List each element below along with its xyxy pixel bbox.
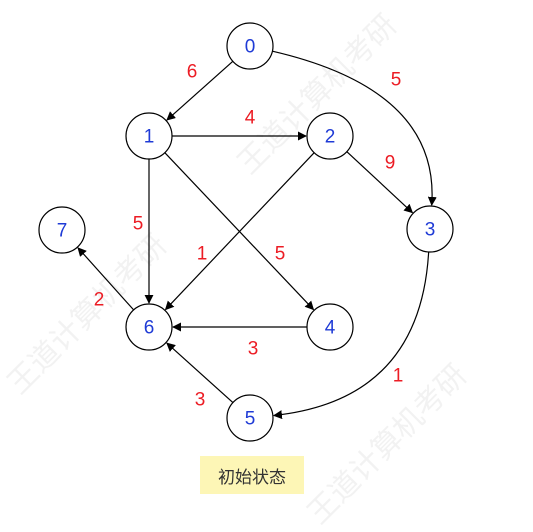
node-label-5: 5 <box>245 409 256 430</box>
node-circle-1 <box>125 112 173 160</box>
node-0: 0 <box>226 22 274 70</box>
edge-weight-1-6: 5 <box>133 214 144 235</box>
edge-0-1 <box>166 60 234 121</box>
node-label-2: 2 <box>325 127 336 148</box>
edge-2-6 <box>164 152 315 311</box>
node-3: 3 <box>406 205 454 253</box>
node-circle-5 <box>226 394 274 442</box>
edge-3-5 <box>272 251 430 420</box>
edge-weight-0-1: 6 <box>187 62 198 83</box>
edge-weight-1-4: 5 <box>275 244 286 265</box>
edge-0-3 <box>272 50 437 206</box>
node-label-3: 3 <box>425 220 436 241</box>
node-circle-0 <box>226 22 274 70</box>
node-label-4: 4 <box>325 318 336 339</box>
node-1: 1 <box>125 112 173 160</box>
node-circle-3 <box>406 205 454 253</box>
node-circle-6 <box>125 303 173 351</box>
node-circle-7 <box>38 206 86 254</box>
node-label-7: 7 <box>57 221 68 242</box>
edge-weight-0-3: 5 <box>391 70 402 91</box>
edge-weight-2-3: 9 <box>385 153 396 174</box>
node-circle-4 <box>306 303 354 351</box>
node-circle-2 <box>306 112 354 160</box>
node-6: 6 <box>125 303 173 351</box>
edge-2-3 <box>346 151 414 214</box>
edge-5-6 <box>166 342 234 404</box>
caption-label: 初始状态 <box>200 456 304 494</box>
graph-diagram: 6 5 4 5 5 9 1 1 3 3 2 0 1 2 3 4 5 6 7 <box>38 22 454 442</box>
edge-weight-3-5: 1 <box>393 366 404 387</box>
node-label-6: 6 <box>144 318 155 339</box>
node-7: 7 <box>38 206 86 254</box>
edge-weight-6-7: 2 <box>94 290 105 311</box>
edge-weight-2-6: 1 <box>197 244 208 265</box>
edge-weight-1-2: 4 <box>245 108 256 129</box>
node-4: 4 <box>306 303 354 351</box>
edge-weight-4-6: 3 <box>248 339 259 360</box>
node-label-0: 0 <box>245 37 256 58</box>
node-2: 2 <box>306 112 354 160</box>
node-label-1: 1 <box>144 127 155 148</box>
node-5: 5 <box>226 394 274 442</box>
edge-weight-5-6: 3 <box>195 390 206 411</box>
edge-6-7 <box>77 247 135 311</box>
